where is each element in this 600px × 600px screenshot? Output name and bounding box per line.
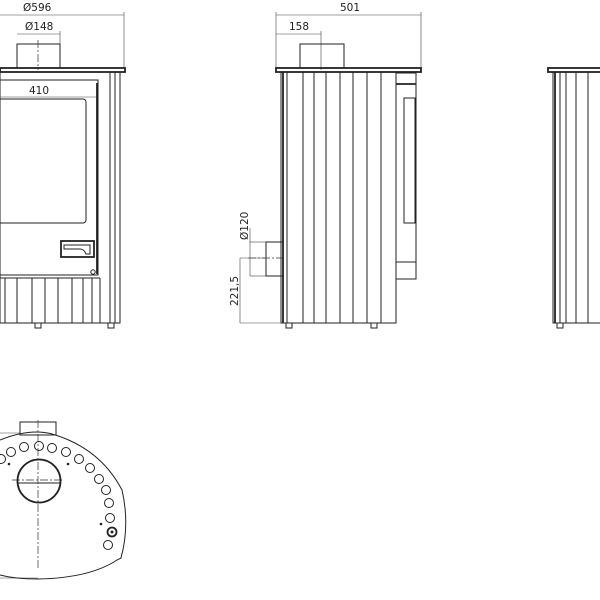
- flue-hole: [16, 458, 62, 504]
- drawing-line: [74, 454, 84, 464]
- drawing-line: [94, 474, 104, 484]
- air-holes: [0, 441, 115, 550]
- top-outline: [0, 431, 127, 580]
- drawing-line: [110, 530, 114, 534]
- drawing-line: [101, 485, 111, 495]
- drawing-line: [6, 447, 16, 457]
- dim-front-width: Ø596: [23, 2, 52, 14]
- rear-flue-outlet: [265, 241, 284, 277]
- foot: [370, 322, 378, 329]
- foot: [285, 322, 293, 329]
- drawing-line: [7, 462, 11, 466]
- top-plate: [275, 67, 422, 73]
- top-view: [0, 420, 127, 580]
- door-frame: [0, 79, 99, 276]
- foot: [34, 322, 42, 329]
- air-control-knob: [90, 269, 96, 275]
- drawing-line: [63, 244, 91, 255]
- door-handle: [60, 240, 95, 258]
- glass-profile: [403, 97, 416, 224]
- drawing-line: [61, 447, 71, 457]
- drawing-line: [559, 72, 589, 323]
- drawing-line: [34, 441, 44, 451]
- dim-flue-diameter: Ø148: [25, 21, 53, 33]
- drawing-line: [0, 454, 6, 464]
- flue-collar: [299, 43, 345, 69]
- side-panel: [552, 71, 600, 324]
- stove-body: [0, 71, 121, 324]
- drawing-line: [85, 463, 95, 473]
- drawing-line: [286, 72, 382, 323]
- door-glass: [0, 98, 87, 224]
- dim-side-depth: 501: [340, 2, 360, 14]
- drawing-line: [66, 462, 70, 466]
- foot: [556, 322, 564, 329]
- side-panel: [280, 71, 397, 324]
- drawing-line: [19, 442, 29, 452]
- dim-door-width: 410: [29, 85, 49, 97]
- side-view: 501 158 Ø120 221,5: [229, 2, 422, 329]
- top-plate: [547, 67, 600, 73]
- drawing-line: [99, 522, 103, 526]
- drawing-line: [47, 443, 57, 453]
- foot: [107, 322, 115, 329]
- top-plate: [0, 67, 126, 73]
- drawing-line: [104, 498, 114, 508]
- dim-rear-flue-height: 221,5: [229, 276, 241, 306]
- air-control-knob: [106, 526, 118, 538]
- dim-rear-flue-diameter: Ø120: [239, 212, 251, 240]
- flue-collar: [16, 43, 61, 69]
- door-profile: [395, 72, 417, 280]
- drawing-line: [105, 513, 115, 523]
- front-view: Ø596 Ø148 410: [0, 2, 126, 329]
- rear-view: [547, 67, 600, 329]
- dim-flue-offset: 158: [289, 21, 309, 33]
- drawing-line: [103, 540, 113, 550]
- drawing-line: [0, 277, 101, 323]
